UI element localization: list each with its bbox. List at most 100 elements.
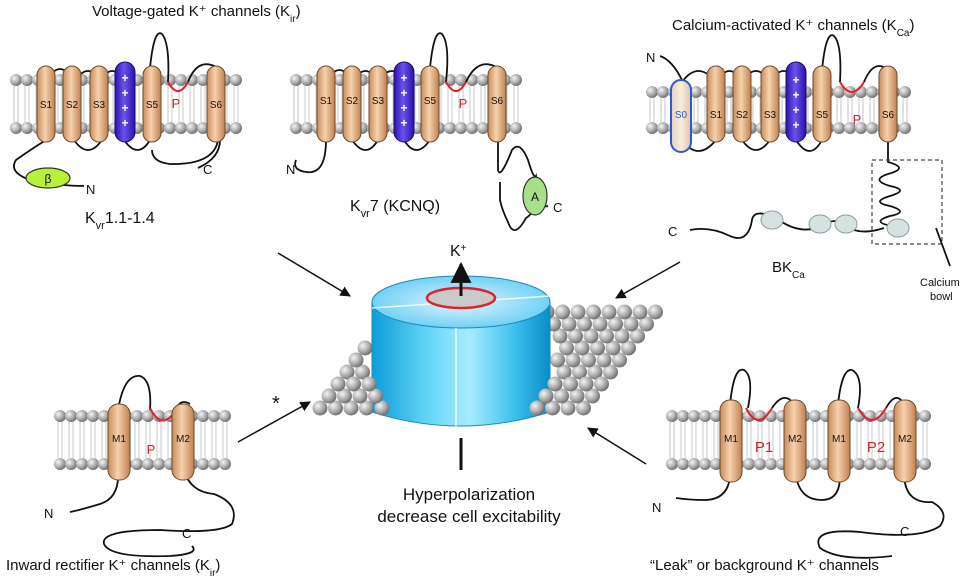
lipid-head <box>153 410 165 422</box>
lipid-tail <box>680 440 686 458</box>
membrane-bead <box>348 352 364 368</box>
s5-helix: S5 <box>142 65 162 143</box>
lipid-head <box>666 410 678 422</box>
lipid-tail <box>713 440 719 458</box>
lipid-tail <box>68 440 74 458</box>
outcome-line-2: decrease cell excitability <box>377 507 561 526</box>
lipid-tail <box>768 440 774 458</box>
membrane-bead <box>586 304 601 320</box>
membrane-bead <box>529 400 545 416</box>
lipid-tail <box>469 104 475 122</box>
lipid-tail <box>145 422 151 440</box>
lipid-head <box>142 410 154 422</box>
lipid-head <box>699 410 711 422</box>
membrane-bead <box>648 304 663 320</box>
svg-text:S2: S2 <box>346 96 359 107</box>
membrane-bead <box>632 304 648 320</box>
svg-text:β: β <box>45 172 52 186</box>
c-terminus-label: C <box>553 200 562 215</box>
lipid-tail <box>90 422 96 440</box>
membrane-bead <box>608 316 623 332</box>
membrane-bead <box>352 388 368 404</box>
lipid-tail <box>480 104 486 122</box>
lipid-tail <box>867 440 873 458</box>
membrane-bead <box>343 400 359 416</box>
membrane-bead <box>585 388 600 404</box>
lipid-tail <box>134 422 140 440</box>
lipid-head <box>219 410 231 422</box>
lipid-tail <box>878 440 884 458</box>
svg-text:+: + <box>400 71 407 85</box>
s2-helix: S2 <box>342 65 362 143</box>
beta-subunit: β <box>25 167 71 189</box>
lipid-head <box>98 458 110 470</box>
membrane-bead <box>556 364 572 380</box>
lipid-head <box>444 122 456 134</box>
kv7-channel: S1 S2 S3 + + + + S5 S6 P N A C Kvr7 (KCN… <box>286 32 562 231</box>
lipid-tail <box>189 86 195 104</box>
lipid-head <box>65 458 77 470</box>
lipid-tail <box>847 104 853 122</box>
lipid-tail <box>691 422 697 440</box>
lipid-head <box>21 122 33 134</box>
lipid-head <box>510 122 522 134</box>
lipid-tail <box>812 422 818 440</box>
lipid-head <box>197 458 209 470</box>
svg-text:S6: S6 <box>210 100 223 111</box>
lipid-head <box>688 410 700 422</box>
membrane-bead <box>572 364 587 380</box>
lipid-tail <box>781 98 787 116</box>
lipid-tail <box>480 86 486 104</box>
s4-voltage-sensor: + + + + <box>114 61 136 143</box>
lipid-tail <box>702 440 708 458</box>
inward-rectifier-title: Inward rectifier K⁺ channels (Kir) <box>6 557 220 579</box>
lipid-head <box>510 74 522 86</box>
lipid-tail <box>222 440 228 458</box>
membrane-bead <box>555 304 570 320</box>
lipid-head <box>646 86 658 98</box>
pore-label: P <box>459 96 468 111</box>
svg-text:+: + <box>792 118 799 132</box>
lipid-tail <box>680 422 686 440</box>
lipid-head <box>186 74 198 86</box>
lipid-tail <box>337 104 343 122</box>
lipid-head <box>455 122 467 134</box>
membrane-bead <box>587 364 603 380</box>
lipid-tail <box>922 440 928 458</box>
c-terminus-label: C <box>668 224 677 239</box>
membrane-bead <box>547 376 563 392</box>
membrane-bead <box>594 376 609 392</box>
svg-text:S2: S2 <box>66 100 79 111</box>
svg-text:+: + <box>121 86 128 100</box>
lipid-tail <box>746 422 752 440</box>
svg-text:+: + <box>400 86 407 100</box>
lipid-tail <box>134 104 140 122</box>
lipid-tail <box>858 104 864 122</box>
kv7-subtype-label: Kvr7 (KCNQ) <box>350 198 440 220</box>
lipid-tail <box>902 98 908 116</box>
lipid-tail <box>13 86 19 104</box>
membrane-bead <box>560 400 576 416</box>
membrane-bead <box>361 376 377 392</box>
membrane-bead <box>355 364 370 380</box>
membrane-bead <box>621 340 636 356</box>
c-terminus-label: C <box>182 526 191 541</box>
lipid-tail <box>233 86 239 104</box>
lipid-tail <box>878 422 884 440</box>
lipid-head <box>98 410 110 422</box>
lipid-head <box>864 458 876 470</box>
lipid-head <box>690 86 702 98</box>
svg-text:S3: S3 <box>372 96 385 107</box>
lipid-head <box>688 458 700 470</box>
lipid-head <box>875 458 887 470</box>
lipid-tail <box>447 104 453 122</box>
lipid-tail <box>24 104 30 122</box>
membrane-sheet-front <box>312 376 609 416</box>
membrane-bead <box>601 304 617 320</box>
lipid-head <box>175 74 187 86</box>
m2-helix: M2 <box>783 399 807 483</box>
arrow-from-k2p <box>587 427 647 465</box>
lipid-tail <box>337 86 343 104</box>
membrane-bead <box>578 376 594 392</box>
lipid-head <box>765 458 777 470</box>
